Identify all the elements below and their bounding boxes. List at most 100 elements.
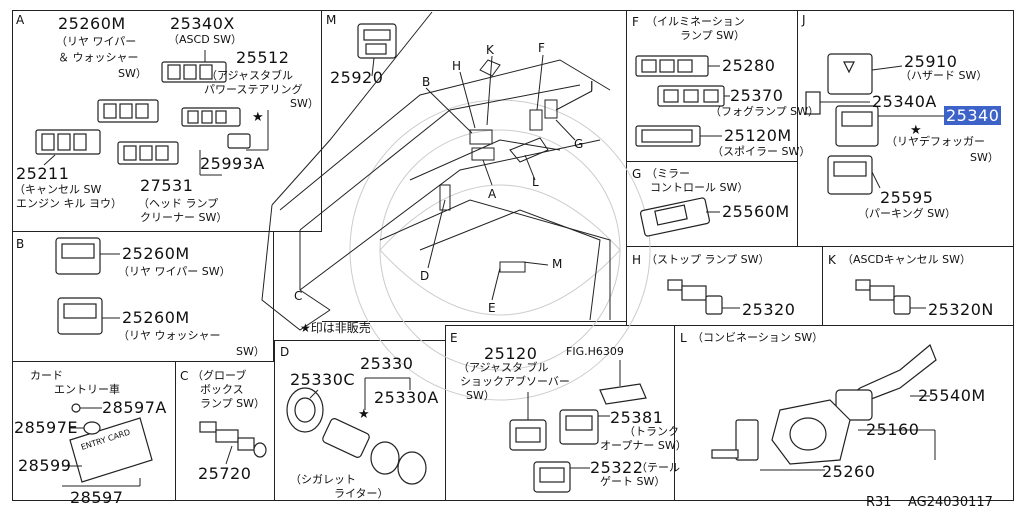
desc-e-25322-2: ゲート SW） bbox=[600, 475, 666, 488]
pn-b-25260M-1: 25260M bbox=[122, 244, 190, 263]
pn-g-25560M: 25560M bbox=[722, 202, 790, 221]
card-title-2: エントリー車 bbox=[54, 383, 120, 396]
switch-25910 bbox=[827, 53, 873, 95]
desc-b-1: （リヤ ワイパー SW） bbox=[118, 265, 231, 278]
pn-a-25512: 25512 bbox=[236, 48, 290, 67]
section-g-title-2: コントロール SW） bbox=[650, 181, 749, 194]
section-g-title-1: （ミラー bbox=[646, 167, 690, 180]
section-l-leaders bbox=[760, 395, 936, 471]
fig-h6309-part bbox=[599, 383, 647, 405]
section-f-title-2: ランプ SW） bbox=[680, 29, 746, 42]
section-a-letter: A bbox=[16, 13, 25, 27]
desc-a-25512-3: SW） bbox=[290, 97, 319, 110]
leader-25720 bbox=[225, 445, 233, 465]
switch-25120M bbox=[635, 125, 701, 147]
section-k-letter: K bbox=[828, 253, 836, 267]
section-f-title-1: （イルミネーション bbox=[646, 15, 745, 28]
section-j-letter: J bbox=[802, 13, 806, 27]
section-g-letter: G bbox=[632, 167, 642, 181]
pn-f-25370: 25370 bbox=[730, 86, 784, 105]
panel-l bbox=[674, 325, 1014, 501]
desc-a-25260M-1: （リヤ ワイパー bbox=[56, 35, 137, 48]
center-label-h: H bbox=[452, 59, 462, 73]
pn-d-25330: 25330 bbox=[360, 354, 414, 373]
section-a-leaders bbox=[43, 50, 269, 176]
section-j-leaders bbox=[820, 65, 944, 189]
desc-d-2: ライター） bbox=[334, 487, 389, 500]
star-mark-j: ★ bbox=[910, 123, 922, 138]
pn-j-25595: 25595 bbox=[880, 188, 934, 207]
pn-j-25910: 25910 bbox=[904, 52, 958, 71]
pn-d-25330C: 25330C bbox=[290, 370, 356, 389]
desc-a-27531-2: クリーナー SW） bbox=[140, 211, 228, 224]
switch-25322 bbox=[533, 461, 571, 493]
section-h-title: （ストップ ランプ SW） bbox=[646, 253, 770, 266]
switch-25260M-b2 bbox=[57, 297, 103, 335]
pn-j-25340: 25340 bbox=[944, 106, 1002, 125]
section-f-letter: F bbox=[632, 15, 639, 29]
section-c-letter: C bbox=[180, 369, 189, 383]
switch-25595 bbox=[827, 155, 873, 195]
pn-l-25260: 25260 bbox=[822, 462, 876, 481]
pn-c-25720: 25720 bbox=[198, 464, 252, 483]
switch-27531 bbox=[117, 141, 179, 165]
section-b-letter: B bbox=[16, 237, 25, 251]
desc-e-25381-1: （トランク bbox=[624, 425, 679, 438]
desc-a-27531-1: （ヘッド ランプ bbox=[138, 197, 219, 210]
pn-card-28597A: 28597A bbox=[102, 398, 167, 417]
section-d-letter: D bbox=[280, 345, 290, 359]
pn-f-25120M: 25120M bbox=[724, 126, 792, 145]
switch-25280 bbox=[635, 55, 709, 77]
pn-d-25330A: 25330A bbox=[374, 388, 439, 407]
section-l-title: （コンビネーション SW） bbox=[692, 331, 824, 344]
legend-note: ★印は非販売 bbox=[300, 321, 371, 335]
pn-a-25211: 25211 bbox=[16, 164, 70, 183]
switch-25211 bbox=[35, 129, 101, 155]
switch-25720 bbox=[199, 421, 267, 458]
star-mark-d: ★ bbox=[358, 407, 370, 422]
desc-e-25120-3: SW） bbox=[466, 389, 495, 402]
desc-a-25260M-2: ＆ ウォッシャー bbox=[58, 51, 139, 64]
desc-a-25211-2: エンジン キル ヨウ） bbox=[16, 197, 122, 210]
center-label-m: M bbox=[552, 257, 563, 271]
pn-card-28599: 28599 bbox=[18, 456, 72, 475]
switch-25260M-b1 bbox=[55, 237, 101, 275]
switch-25560M bbox=[639, 197, 711, 237]
desc-d-1: （シガレット bbox=[290, 473, 356, 486]
section-e-letter: E bbox=[450, 331, 458, 345]
pn-b-25260M-2: 25260M bbox=[122, 308, 190, 327]
switch-25120 bbox=[509, 419, 547, 451]
center-label-e: E bbox=[488, 301, 496, 315]
desc-a-25340X: （ASCD SW） bbox=[168, 33, 243, 46]
desc-e-25120-2: ショックアブソーバー bbox=[460, 375, 570, 388]
center-label-g: G bbox=[574, 137, 584, 151]
switch-25993A bbox=[227, 133, 251, 149]
section-h-letter: H bbox=[632, 253, 642, 267]
desc-e-25322-1: （テール bbox=[636, 461, 680, 474]
section-d-leaders bbox=[309, 377, 411, 410]
center-label-k: K bbox=[486, 43, 494, 57]
pn-card-28597: 28597 bbox=[70, 488, 124, 507]
pn-l-25160: 25160 bbox=[866, 420, 920, 439]
pn-k-25320N: 25320N bbox=[928, 300, 994, 319]
section-c-title-1: （グローブ bbox=[192, 369, 247, 382]
desc-b-2: （リヤ ウォッシャー bbox=[118, 329, 221, 342]
pn-f-25280: 25280 bbox=[722, 56, 776, 75]
section-f-leaders bbox=[700, 65, 730, 137]
desc-e-25120-1: （アジャスタ ブル bbox=[458, 361, 549, 374]
section-e-leaders bbox=[527, 360, 621, 469]
card-leaders bbox=[62, 407, 141, 487]
section-c-title-3: ランプ SW） bbox=[200, 397, 266, 410]
desc-j-defogger-1: （リヤデフォッガー bbox=[886, 135, 985, 148]
center-label-c: C bbox=[294, 289, 303, 303]
pn-a-25340X: 25340X bbox=[170, 14, 235, 33]
combination-switch bbox=[711, 344, 937, 465]
switch-25320 bbox=[667, 279, 723, 315]
pn-a-25260M: 25260M bbox=[58, 14, 126, 33]
star-mark-a: ★ bbox=[252, 110, 264, 125]
center-label-l: L bbox=[532, 175, 539, 189]
diagram-ref: R31 bbox=[866, 495, 892, 510]
entry-card bbox=[69, 403, 153, 483]
switch-25320N bbox=[855, 279, 911, 315]
